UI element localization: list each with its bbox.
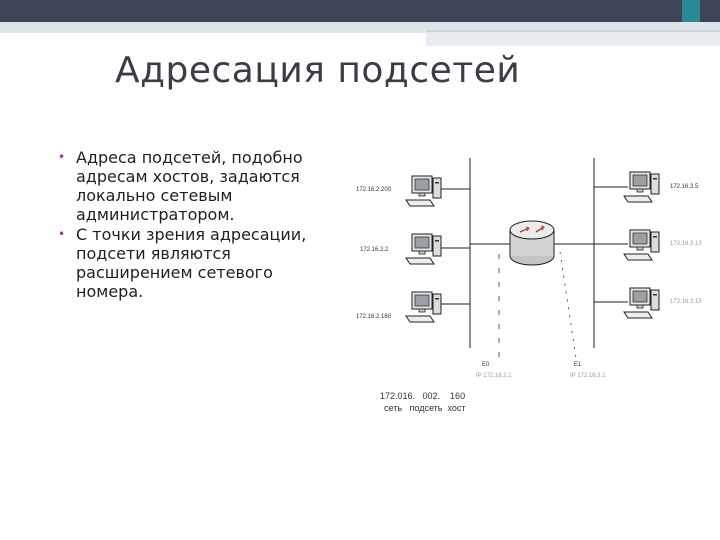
- interface-name: E1: [574, 362, 582, 368]
- address-legend: сеть подсеть хост: [384, 403, 466, 413]
- host-address-label: 172.16.3.15: [670, 299, 702, 305]
- interface-ip: IP 172.16.2.1: [476, 373, 512, 379]
- accent-strip-dark: [702, 0, 720, 22]
- bullet-item: • С точки зрения адресации, подсети явля…: [58, 225, 328, 301]
- host-computer: [406, 292, 441, 322]
- host-address-label: 172.16.2.2: [360, 247, 389, 253]
- host-address-label: 172.16.3.13: [670, 241, 702, 247]
- host-computer: [406, 176, 441, 206]
- router-icon: [510, 221, 554, 265]
- decor-tab: [426, 30, 720, 46]
- interface-ip: IP 172.16.3.1: [570, 373, 606, 379]
- host-address-label: 172.16.2.160: [356, 314, 392, 320]
- bullet-icon: •: [58, 148, 65, 167]
- top-banner: [0, 0, 720, 22]
- bullet-list: • Адреса подсетей, подобно адресам хосто…: [58, 148, 328, 302]
- divider-line: [0, 30, 426, 33]
- host-computer: [624, 172, 659, 202]
- interface-name: E0: [482, 362, 490, 368]
- bullet-icon: •: [58, 225, 65, 244]
- bullet-text: Адреса подсетей, подобно адресам хостов,…: [76, 148, 303, 224]
- slide-title: Адресация подсетей: [115, 50, 520, 91]
- accent-strip: [682, 0, 700, 22]
- network-diagram: 172.16.2.200 172.16.2.2 172.16.2.160 172…: [348, 158, 720, 428]
- bullet-text: С точки зрения адресации, подсети являют…: [76, 225, 306, 301]
- host-address-label: 172.16.2.200: [356, 187, 392, 193]
- bullet-item: • Адреса подсетей, подобно адресам хосто…: [58, 148, 328, 224]
- host-computer: [624, 230, 659, 260]
- host-computer: [406, 234, 441, 264]
- address-breakdown: 172.016. 002. 160: [380, 391, 465, 401]
- host-address-label: 172.16.3.5: [670, 184, 699, 190]
- host-computer: [624, 288, 659, 318]
- top-banner-light: [0, 22, 720, 30]
